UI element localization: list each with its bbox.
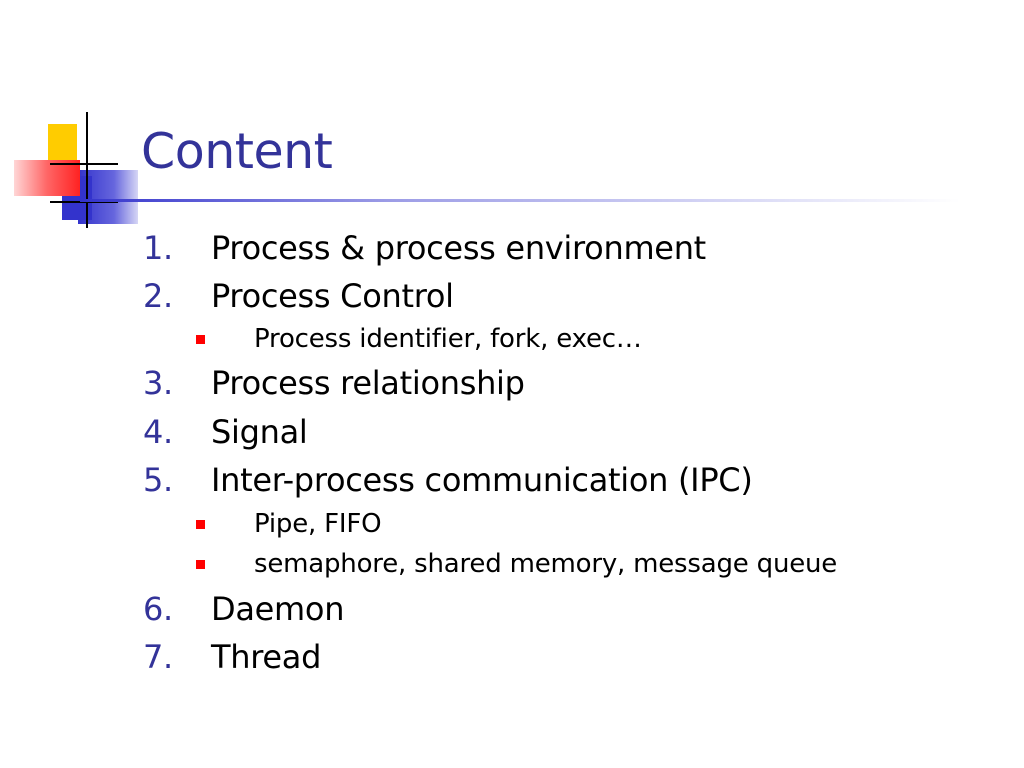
- list-number: 3.: [143, 364, 173, 402]
- list-number: 5.: [143, 461, 173, 499]
- sub-item-label: Pipe, FIFO: [254, 509, 382, 539]
- sub-item-label: semaphore, shared memory, message queue: [254, 549, 838, 579]
- slide-title: Content: [141, 123, 333, 180]
- list-number: 2.: [143, 277, 173, 315]
- corner-logo-graphic: [14, 112, 138, 228]
- bullet-square-icon: [196, 560, 205, 569]
- title-divider-rule: [80, 199, 960, 202]
- list-item-label: Thread: [211, 638, 322, 676]
- list-number: 6.: [143, 590, 173, 628]
- slide-decoration: [14, 112, 960, 228]
- list-item-label: Process & process environment: [211, 229, 706, 267]
- list-number: 4.: [143, 413, 173, 451]
- list-item-label: Signal: [211, 413, 308, 451]
- list-item-label: Process relationship: [211, 364, 525, 402]
- list-number: 7.: [143, 638, 173, 676]
- sub-item-label: Process identifier, fork, exec…: [254, 324, 642, 354]
- list-item-label: Inter-process communication (IPC): [211, 461, 753, 499]
- list-item-label: Process Control: [211, 277, 454, 315]
- list-number: 1.: [143, 229, 173, 267]
- bullet-square-icon: [196, 335, 205, 344]
- list-item-label: Daemon: [211, 590, 345, 628]
- bullet-square-icon: [196, 520, 205, 529]
